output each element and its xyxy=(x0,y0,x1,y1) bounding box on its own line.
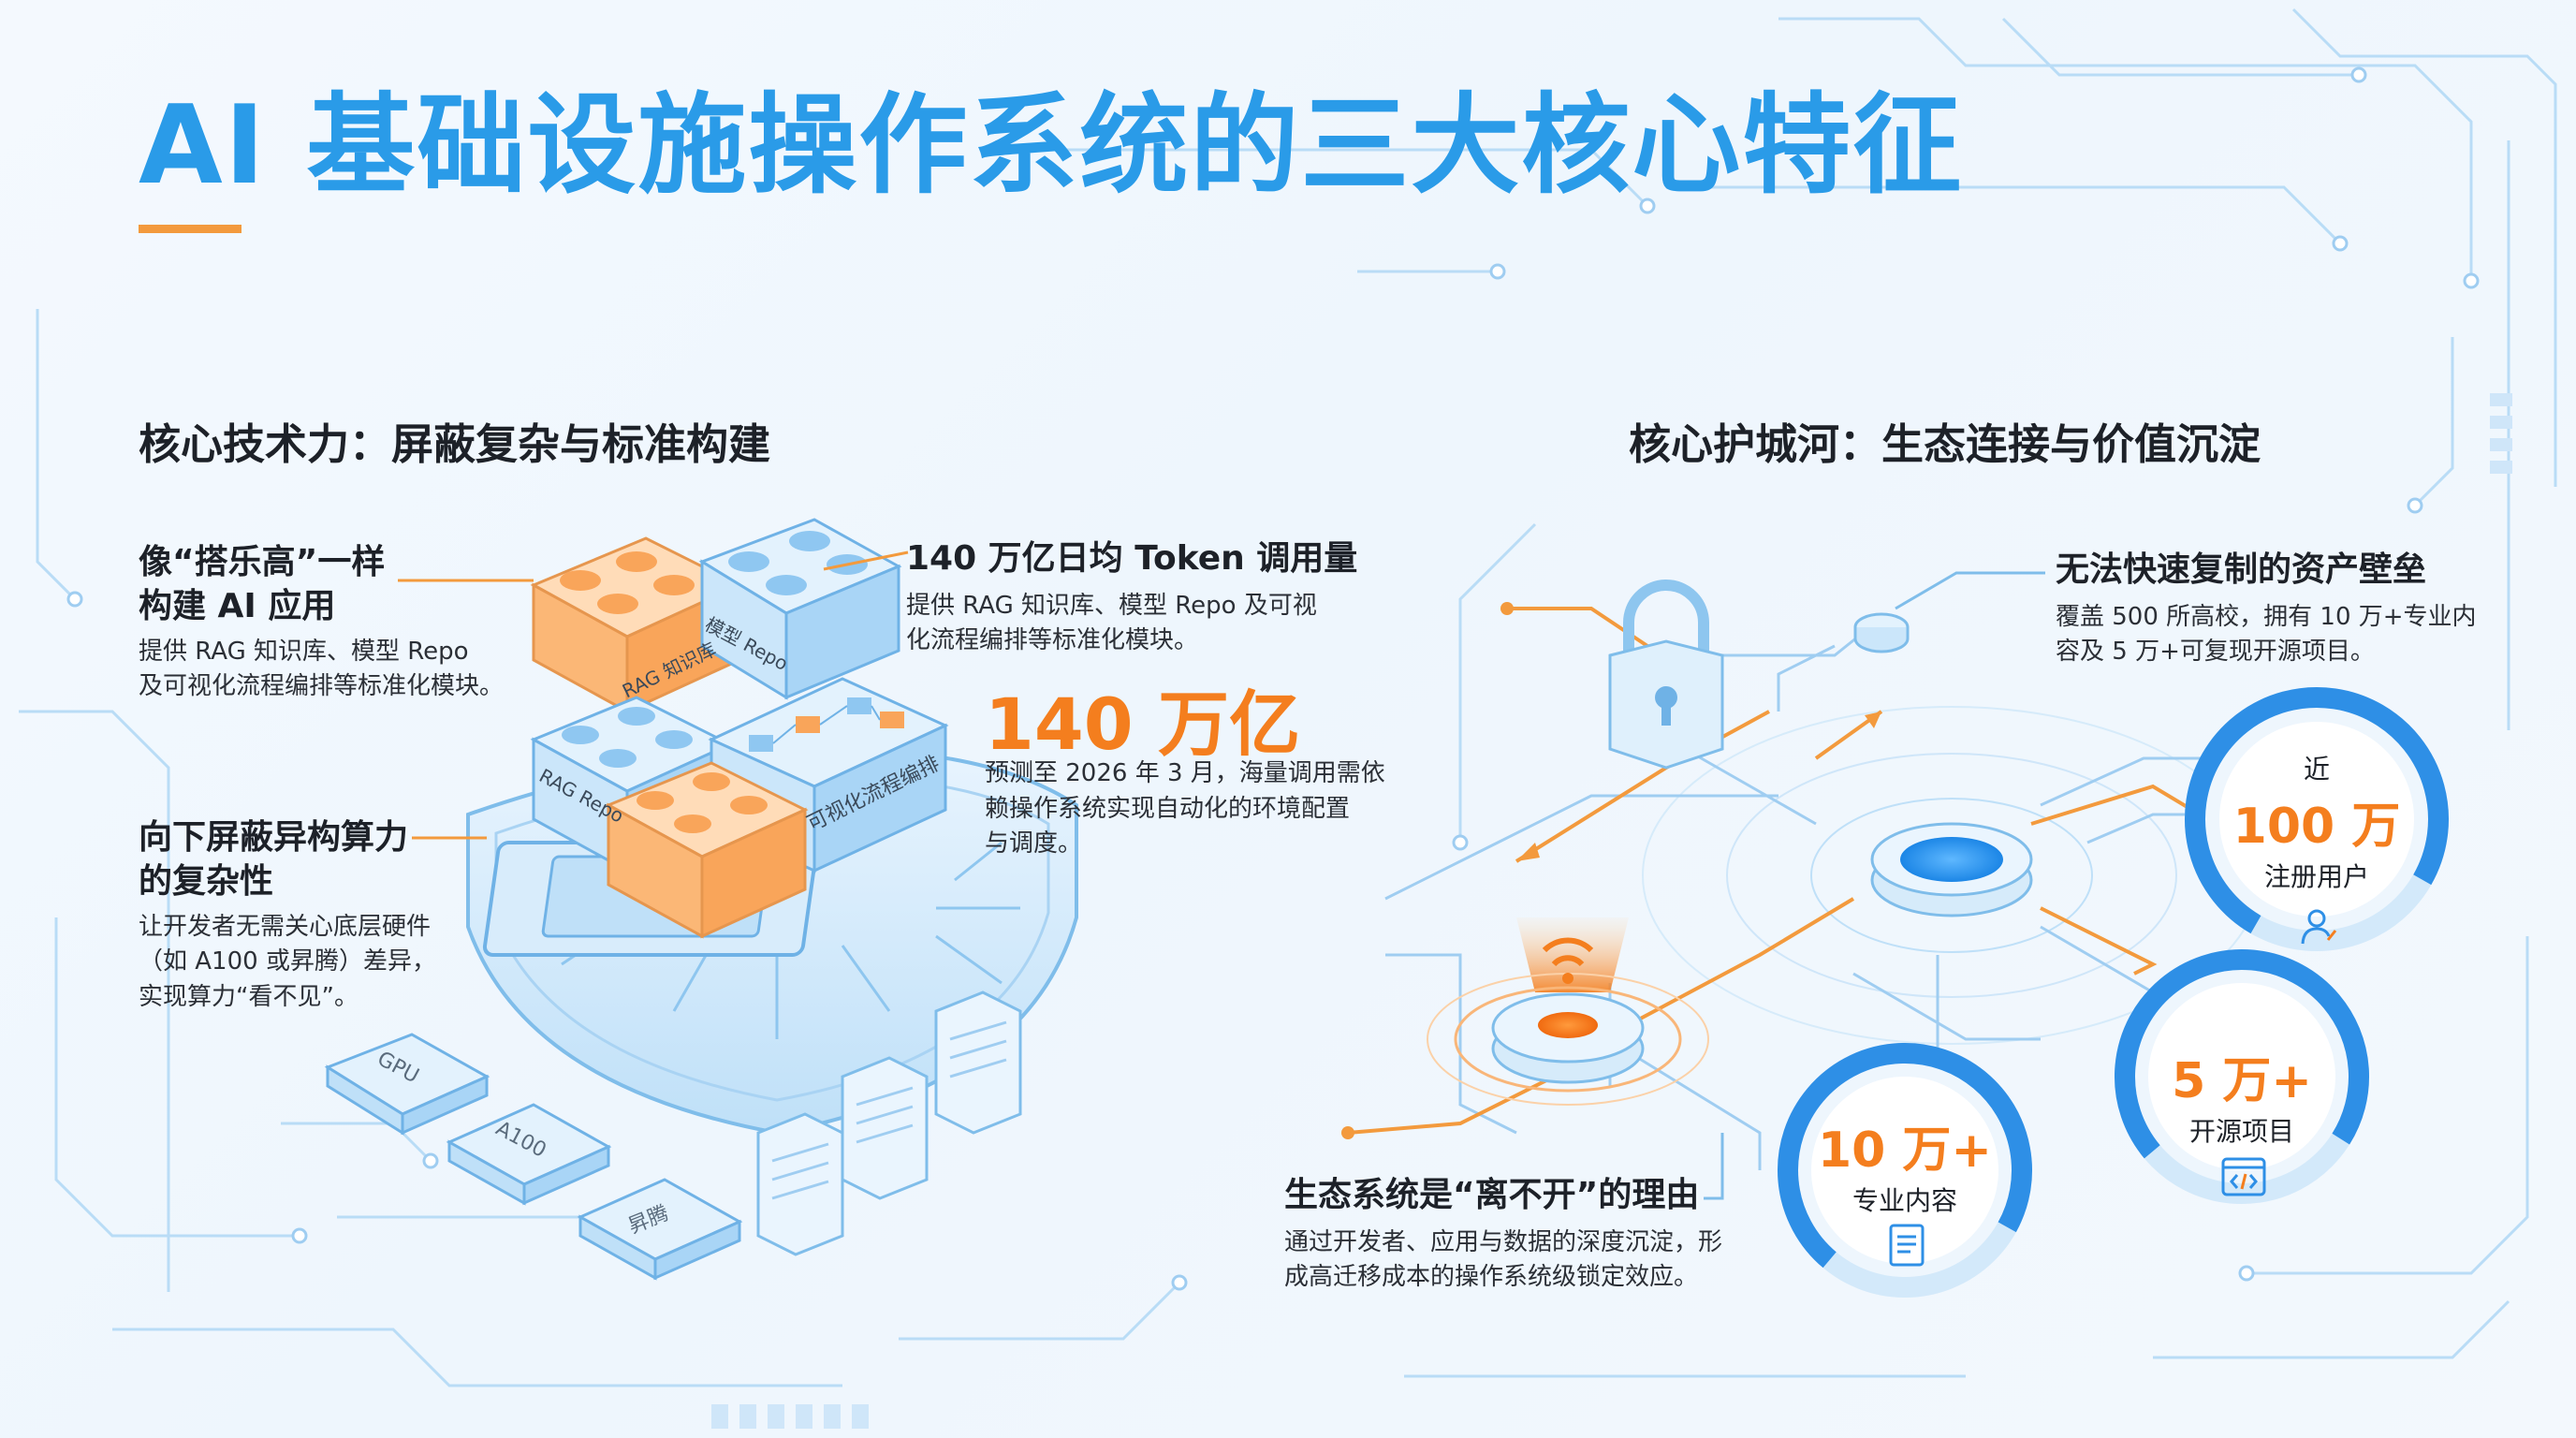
left-section-heading: 核心技术力：屏蔽复杂与标准构建 xyxy=(139,419,771,469)
right-section-heading: 核心护城河：生态连接与价值沉淀 xyxy=(1629,419,2261,469)
stat-users: 近 100 万 注册用户 xyxy=(2204,749,2429,894)
token-note-line1: 预测至 2026 年 3 月，海量调用需依 xyxy=(985,759,1385,787)
token-body-line1: 提供 RAG 知识库、模型 Repo 及可视 xyxy=(906,591,1317,620)
eco-title: 生态系统是“离不开”的理由 xyxy=(1284,1176,1700,1214)
lego-body-line1: 提供 RAG 知识库、模型 Repo xyxy=(139,637,469,666)
token-body-line2: 化流程编排等标准化模块。 xyxy=(906,626,1199,655)
stat-rings xyxy=(1778,687,2449,1298)
lego-body-line2: 及可视化流程编排等标准化模块。 xyxy=(139,672,505,701)
hetero-block: 向下屏蔽异构算力 的复杂性 让开发者无需关心底层硬件 （如 A100 或昇腾）差… xyxy=(139,816,513,1016)
code-icon xyxy=(2221,1157,2266,1196)
eco-body-line1: 通过开发者、应用与数据的深度沉淀，形 xyxy=(1284,1227,1723,1256)
token-note-line3: 与调度。 xyxy=(985,829,1083,858)
stat-users-value: 100 万 xyxy=(2232,799,2401,855)
asset-title: 无法快速复制的资产壁垒 xyxy=(2056,550,2427,589)
asset-body-line1: 覆盖 500 所高校，拥有 10 万+专业内 xyxy=(2056,602,2477,631)
token-title: 140 万亿日均 Token 调用量 xyxy=(906,539,1358,578)
page-title: AI 基础设施操作系统的三大核心特征 xyxy=(139,82,1964,209)
stat-content-value: 10 万+ xyxy=(1817,1123,1993,1179)
stat-open-source-label: 开源项目 xyxy=(2188,1116,2294,1147)
lego-block: 像“搭乐高”一样 构建 AI 应用 提供 RAG 知识库、模型 Repo 及可视… xyxy=(139,541,532,705)
hetero-body-line2: （如 A100 或昇腾）差异， xyxy=(139,947,436,976)
stat-users-prefix: 近 xyxy=(2303,754,2330,785)
stat-users-label: 注册用户 xyxy=(2263,861,2369,892)
stat-open-source-value: 5 万+ xyxy=(2172,1053,2312,1109)
asset-body-line2: 容及 5 万+可复现开源项目。 xyxy=(2056,638,2375,667)
token-big-number: 140 万亿 xyxy=(985,682,1301,766)
asset-block: 无法快速复制的资产壁垒 覆盖 500 所高校，拥有 10 万+专业内 容及 5 … xyxy=(2056,549,2542,670)
lego-title-line2: 构建 AI 应用 xyxy=(139,586,336,625)
hetero-title-line1: 向下屏蔽异构算力 xyxy=(139,818,409,857)
stat-open-source: 5 万+ 开源项目 xyxy=(2130,1041,2354,1149)
lego-title-line1: 像“搭乐高”一样 xyxy=(139,543,386,581)
hetero-title-line2: 的复杂性 xyxy=(139,861,274,901)
hetero-body-line1: 让开发者无需关心底层硬件 xyxy=(139,912,432,941)
user-icon xyxy=(2301,909,2337,945)
stat-content-label: 专业内容 xyxy=(1852,1185,1957,1216)
token-block: 140 万亿日均 Token 调用量 提供 RAG 知识库、模型 Repo 及可… xyxy=(906,537,1393,659)
stat-content: 10 万+ 专业内容 xyxy=(1793,1110,2017,1218)
hetero-body-line3: 实现算力“看不见”。 xyxy=(139,982,359,1011)
title-underline xyxy=(139,225,242,233)
eco-block: 生态系统是“离不开”的理由 通过开发者、应用与数据的深度沉淀，形 成高迁移成本的… xyxy=(1284,1174,1771,1296)
eco-body-line2: 成高迁移成本的操作系统级锁定效应。 xyxy=(1284,1263,1699,1292)
document-icon xyxy=(1889,1224,1925,1267)
token-note: 预测至 2026 年 3 月，海量调用需依 赖操作系统实现自动化的环境配置 与调… xyxy=(985,756,1397,862)
token-note-line2: 赖操作系统实现自动化的环境配置 xyxy=(985,794,1351,823)
